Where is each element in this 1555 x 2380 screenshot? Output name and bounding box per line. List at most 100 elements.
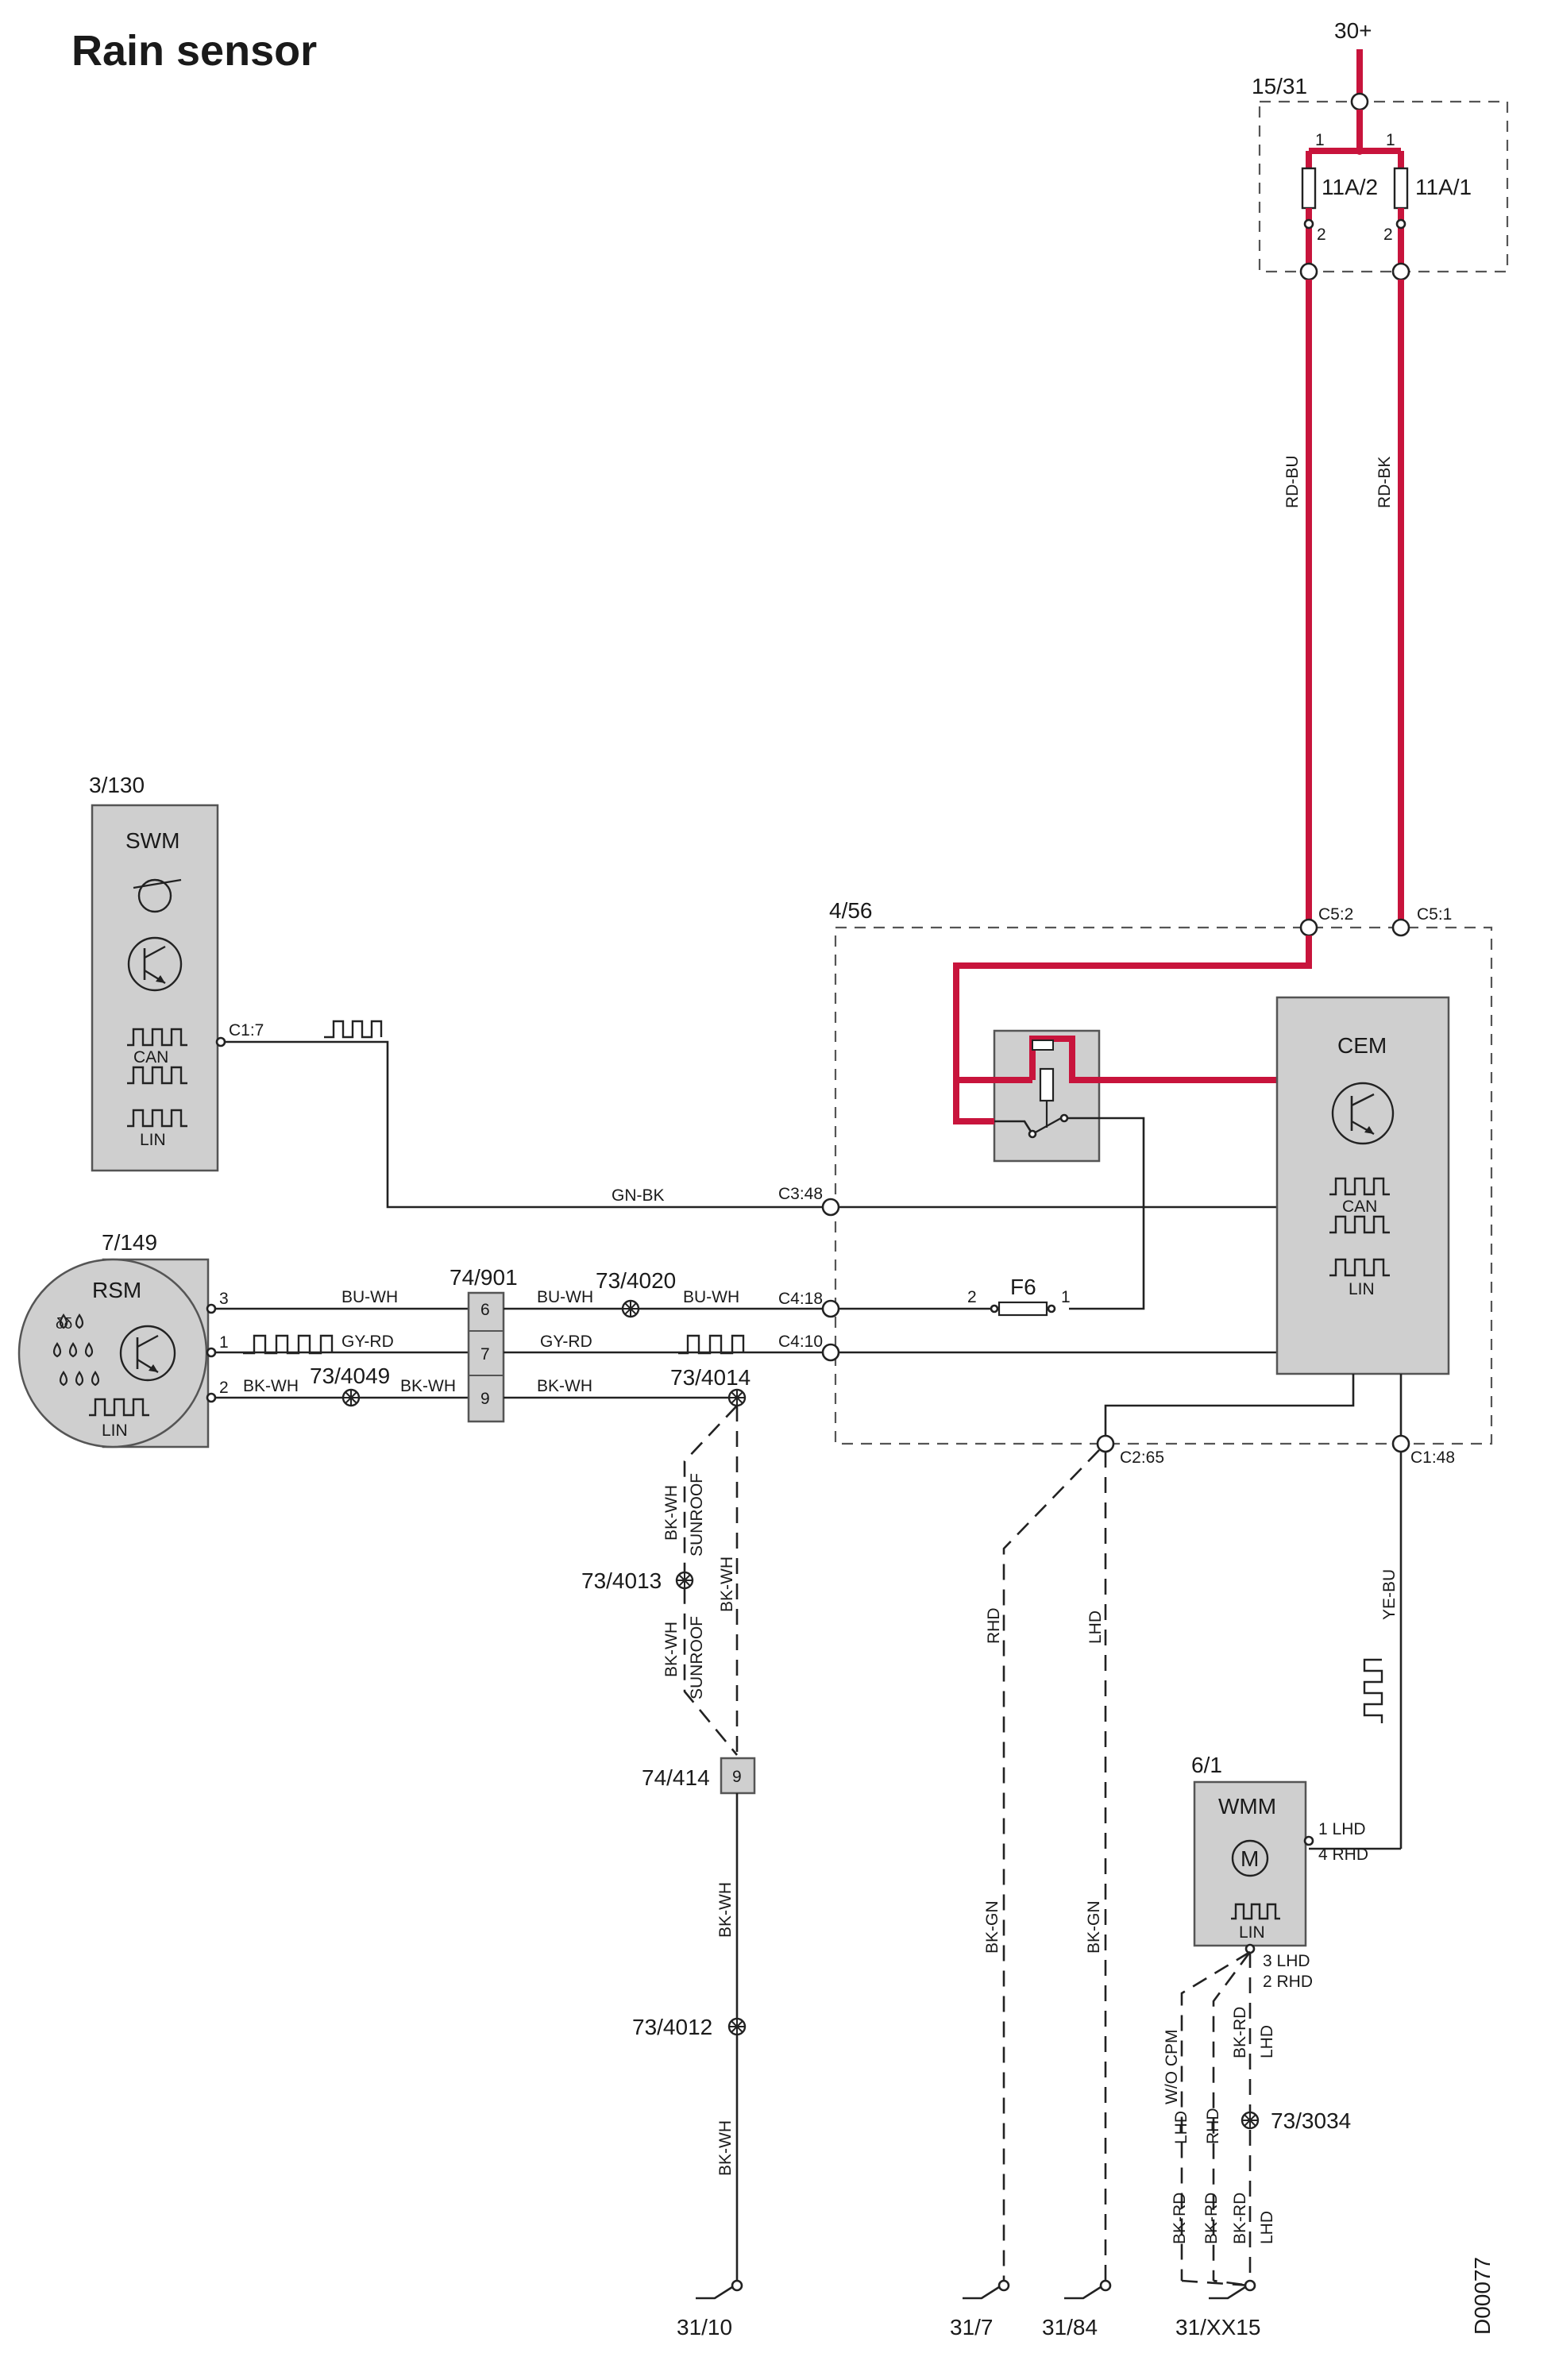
label-gy-rd-2: GY-RD <box>540 1333 592 1351</box>
fuse-right-output-node <box>1391 262 1410 281</box>
ground-symbol-31-7 <box>963 2285 1000 2300</box>
rsm-pin3-node <box>206 1303 217 1314</box>
wmm-pin-a1-label: 1 LHD <box>1318 1820 1366 1838</box>
label-lhd-4: LHD <box>1258 2211 1276 2244</box>
cem-c3-48-label: C3:48 <box>778 1185 823 1203</box>
label-bk-wh-5: BK-WH <box>716 2120 735 2176</box>
ground-merge-dash <box>1181 2279 1251 2287</box>
ground-symbol-31-xx15 <box>1209 2285 1246 2300</box>
f6-pin1-node <box>1047 1304 1056 1313</box>
gy-rd-signal-icon-2 <box>678 1334 745 1355</box>
cem-c4-18-node <box>821 1299 840 1318</box>
lin-waveform-icon <box>324 1020 383 1039</box>
lin-signal-icon <box>127 1109 187 1128</box>
cem-box <box>1275 996 1450 1375</box>
fuse-box-outline <box>1258 100 1509 273</box>
wmm-lin-label: LIN <box>1239 1923 1265 1942</box>
wire-cem-c2-65 <box>1104 1374 1355 1444</box>
ground-31-84-label: 31/84 <box>1042 2315 1098 2339</box>
label-bk-wh-sunroof-2: BK-WH <box>718 1556 736 1612</box>
relay-switch-contact <box>1059 1113 1069 1123</box>
fuse-left-pin2: 2 <box>1317 226 1326 244</box>
ground-31-xx15-label: 31/XX15 <box>1175 2315 1260 2339</box>
relay-switch-pivot <box>1028 1129 1037 1139</box>
wmm-pin-b-node <box>1244 1943 1256 1954</box>
rsm-transistor-icon <box>119 1325 176 1382</box>
swm-lin-label: LIN <box>140 1131 166 1149</box>
connector-74-414-pin: 9 <box>732 1768 742 1786</box>
ye-bu-signal-icon <box>1363 1658 1383 1723</box>
cem-c1-48-label: C1:48 <box>1410 1448 1455 1467</box>
label-rhd: RHD <box>985 1608 1003 1645</box>
fuse-box-input-node <box>1350 92 1369 111</box>
rsm-pin2-label: 2 <box>219 1379 229 1397</box>
cem-transistor-icon <box>1331 1082 1395 1145</box>
label-sunroof-1: SUNROOF <box>688 1473 706 1556</box>
ground-31-10-node <box>731 2279 743 2292</box>
rsm-pin1-label: 1 <box>219 1333 229 1352</box>
fuse-box-ref: 15/31 <box>1252 74 1307 98</box>
ground-31-7-label: 31/7 <box>950 2315 994 2339</box>
cem-c5-2-node <box>1299 918 1318 937</box>
can-signal-icon <box>127 1028 187 1047</box>
splice-4013-label: 73/4013 <box>581 1568 662 1593</box>
label-rd-bu: RD-BU <box>1283 456 1302 509</box>
connector-74-901-ref: 74/901 <box>450 1265 518 1290</box>
wmm-module: YE-BU 6/1 WMM M LIN 1 LHD 4 RHD 3 LHD 2 … <box>1163 1452 1403 2339</box>
ground-31-7-node <box>997 2279 1010 2292</box>
fuse-right-pin1: 1 <box>1386 131 1395 149</box>
cem-can-signal-icon-2 <box>1329 1215 1390 1234</box>
cem-lin-label: LIN <box>1349 1280 1375 1298</box>
rsm-pin2-node <box>206 1392 217 1403</box>
cem-c5-1-node <box>1391 918 1410 937</box>
cem-c3-48-node <box>821 1198 840 1217</box>
cem-ref: 4/56 <box>829 898 873 923</box>
rsm-pin1-node <box>206 1347 217 1358</box>
label-bk-wh-4: BK-WH <box>716 1882 735 1938</box>
label-bk-gn-2: BK-GN <box>1085 1900 1103 1954</box>
connector-pin-6: 6 <box>480 1301 490 1319</box>
splice-73-4020 <box>621 1299 640 1318</box>
connector-74-414 <box>720 1757 756 1795</box>
cem-c4-10-label: C4:10 <box>778 1333 823 1351</box>
splice-3034-label: 73/3034 <box>1271 2108 1351 2133</box>
red-relay-feed-a <box>953 935 1312 1124</box>
label-bk-rd-4: BK-RD <box>1231 2193 1249 2244</box>
swm-pin-node <box>215 1036 226 1047</box>
ground-branch-31-10: BK-WH SUNROOF BK-WH 73/4013 BK-WH SUNROO… <box>581 1405 756 2339</box>
wire-relay-f6 <box>1067 1117 1145 1310</box>
relay-switch-arm <box>1032 1117 1062 1136</box>
label-lhd-3: LHD <box>1172 2111 1190 2144</box>
diagram-title: Rain sensor <box>71 27 317 75</box>
cem-c1-48-node <box>1391 1434 1410 1453</box>
connector-pin-9: 9 <box>480 1390 490 1408</box>
feed-wires: RD-BU RD-BK <box>1283 280 1404 928</box>
ground-symbol-31-10 <box>696 2285 733 2300</box>
cem-can-label: CAN <box>1342 1198 1377 1216</box>
wire-rhd <box>1002 1449 1100 2281</box>
label-bk-wh-1: BK-WH <box>243 1377 299 1395</box>
motor-glyph: M <box>1241 1846 1259 1871</box>
splice-73-4014 <box>727 1388 747 1407</box>
rsm-name: RSM <box>92 1278 141 1302</box>
f6-pin1-label: 1 <box>1061 1288 1071 1306</box>
red-relay-coil-wire <box>1029 1036 1277 1083</box>
wmm-pin-b1-label: 3 LHD <box>1263 1952 1310 1970</box>
label-rhd-2: RHD <box>1204 2108 1222 2145</box>
wire-rhd-bk-rd <box>1212 1951 1252 2281</box>
wmm-pin-b2-label: 2 RHD <box>1263 1973 1313 1991</box>
fuse-f6-label: F6 <box>1010 1275 1036 1299</box>
wmm-ref: 6/1 <box>1191 1753 1222 1777</box>
cem-lin-signal-icon <box>1329 1258 1390 1277</box>
f6-pin2-label: 2 <box>967 1288 977 1306</box>
raindrops-icon <box>52 1313 100 1387</box>
label-sunroof-2: SUNROOF <box>688 1616 706 1699</box>
f6-pin2-node <box>990 1304 999 1313</box>
rsm-lin-signal-icon <box>89 1398 149 1417</box>
rsm-ref: 7/149 <box>102 1230 157 1255</box>
cem-outline <box>834 926 1493 1445</box>
motor-icon: M <box>1231 1839 1269 1877</box>
wmm-lin-signal-icon <box>1231 1903 1280 1920</box>
gy-rd-signal-icon-1 <box>243 1334 334 1355</box>
rsm-cem-wires: BU-WH GY-RD BK-WH BK-WH 73/4049 74/901 6… <box>215 1265 828 1423</box>
